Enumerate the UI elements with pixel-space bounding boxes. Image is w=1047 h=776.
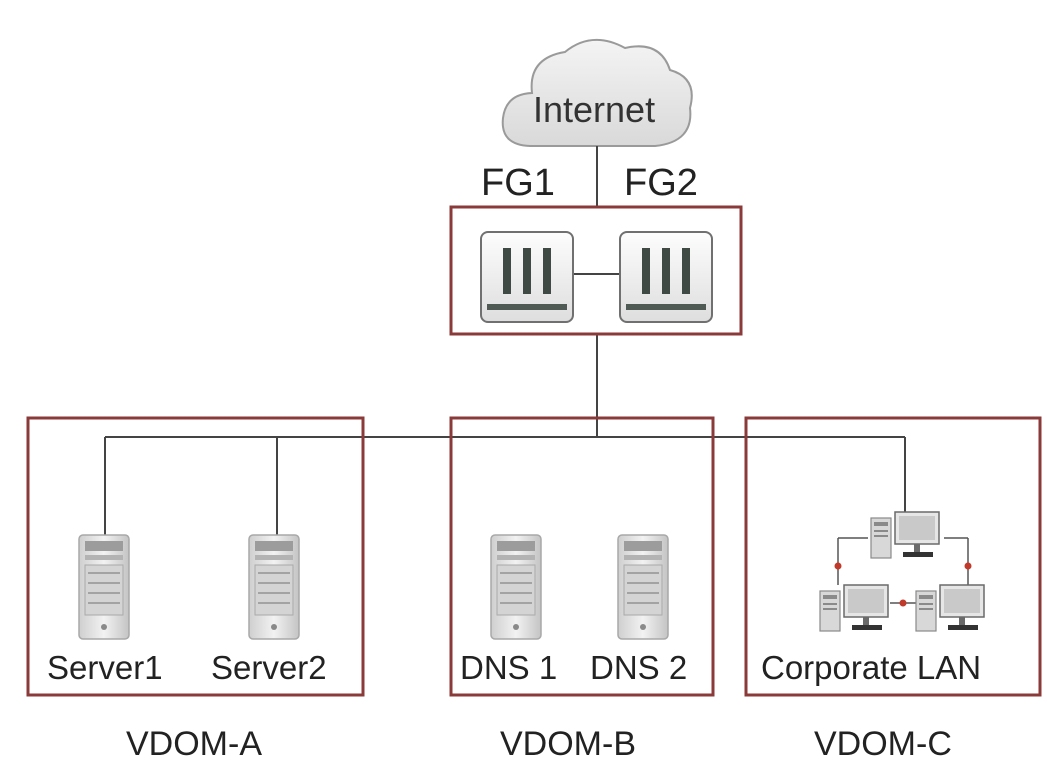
corporate-lan-label: Corporate LAN — [761, 649, 982, 686]
fg1-firewall-icon — [480, 231, 574, 323]
server2-icon — [248, 534, 300, 640]
dns2-label: DNS 2 — [590, 649, 688, 686]
vdom-a-box — [26, 416, 365, 697]
fg2-label: FG2 — [624, 162, 698, 204]
vdom-c-label: VDOM-C — [814, 725, 952, 763]
server1-icon — [78, 534, 130, 640]
internet-label: Internet — [533, 89, 656, 130]
vdom-b-label: VDOM-B — [500, 725, 636, 763]
dns1-server-icon — [490, 534, 542, 640]
vdom-a-label: VDOM-A — [126, 725, 262, 763]
fg1-label: FG1 — [481, 162, 555, 204]
vdom-c-box — [744, 416, 1042, 697]
vdom-b-box — [449, 416, 715, 697]
dns2-server-icon — [617, 534, 669, 640]
firewall-cluster-box — [449, 205, 743, 336]
corporate-lan-icon — [819, 511, 985, 632]
fg2-firewall-icon — [619, 231, 713, 323]
connection-lines — [104, 146, 906, 535]
server1-label: Server1 — [47, 649, 163, 686]
server2-label: Server2 — [211, 649, 327, 686]
dns1-label: DNS 1 — [460, 649, 558, 686]
internet-cloud-icon — [501, 38, 693, 147]
